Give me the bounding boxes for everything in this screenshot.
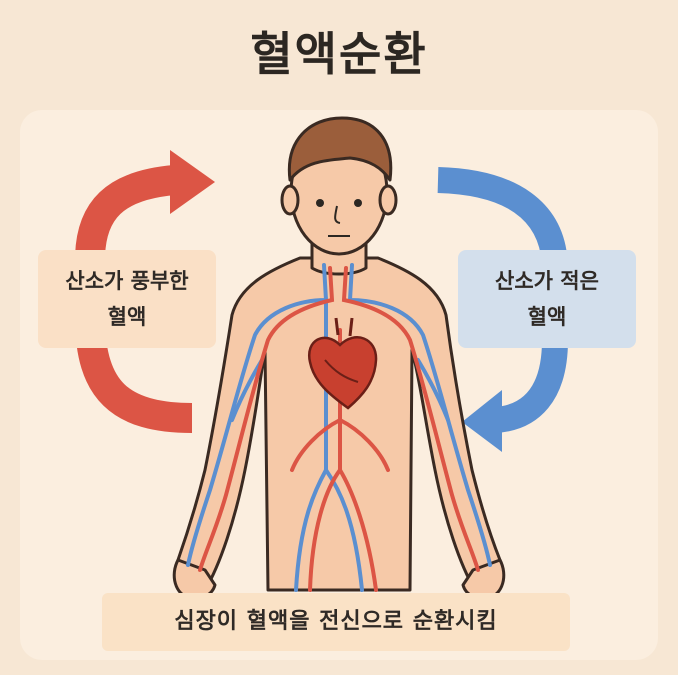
oxygen-rich-line1: 산소가 풍부한 bbox=[38, 263, 216, 299]
oxygen-rich-blood-label: 산소가 풍부한 혈액 bbox=[38, 250, 216, 348]
oxygen-rich-line2: 혈액 bbox=[38, 299, 216, 335]
caption: 심장이 혈액을 전신으로 순환시킴 bbox=[102, 593, 570, 651]
oxygen-poor-line2: 혈액 bbox=[458, 299, 636, 335]
oxygen-poor-blood-label: 산소가 적은 혈액 bbox=[458, 250, 636, 348]
oxygen-poor-line1: 산소가 적은 bbox=[458, 263, 636, 299]
